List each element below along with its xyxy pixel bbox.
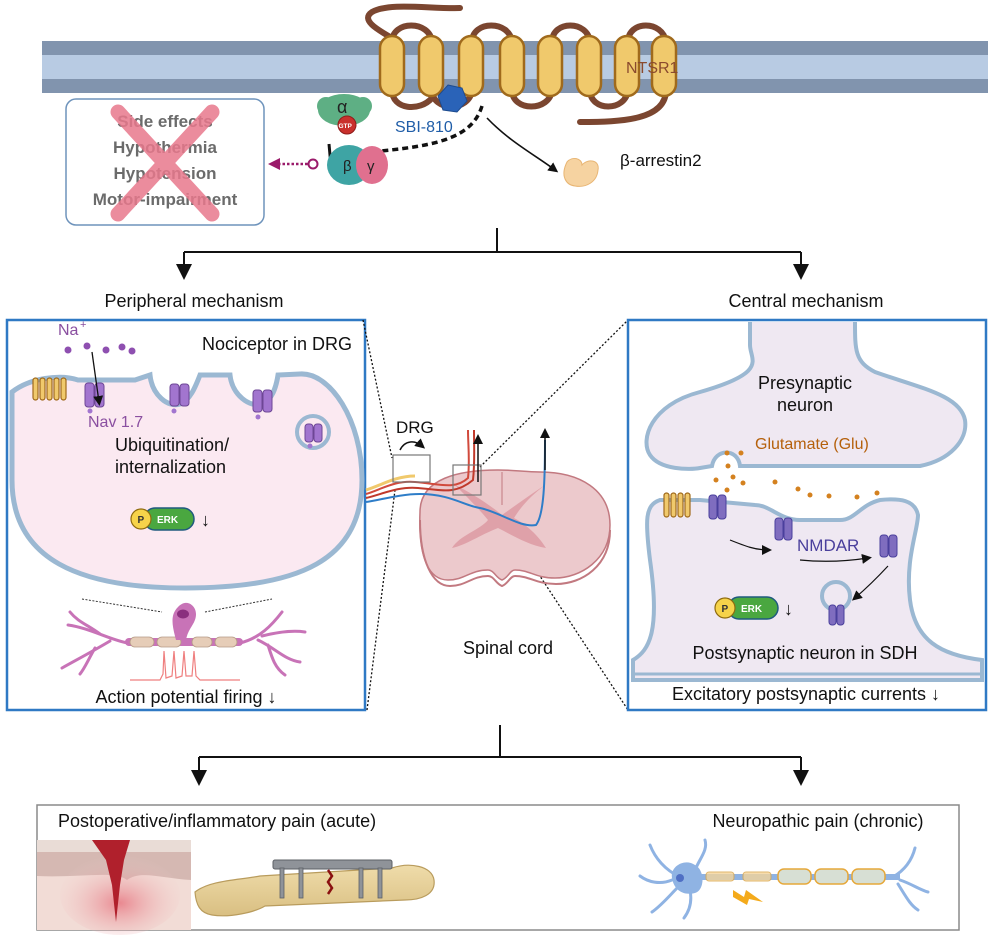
- nav17-channel-internalizing: [169, 383, 323, 443]
- action-potential-label: Action potential firing ↓: [95, 687, 276, 707]
- central-heading: Central mechanism: [728, 291, 883, 311]
- arrestin-recruitment-arrow: [486, 117, 559, 173]
- glutamate-molecules: [713, 450, 880, 500]
- blocked-cross-icon: [110, 104, 220, 222]
- na-ion-label: Na +: [58, 319, 86, 339]
- glutamate-label: Glutamate (Glu): [755, 436, 869, 453]
- beta-arrestin2-icon: [563, 157, 599, 187]
- phospho-label: P: [138, 515, 145, 526]
- g-protein-alpha: α GTP: [317, 94, 372, 135]
- nmdar-label: NMDAR: [797, 536, 859, 555]
- sbi-810-molecule-icon: [437, 84, 468, 113]
- beta-arrestin2-label: β-arrestin2: [620, 151, 702, 170]
- ubiquitin-tags: [87, 408, 313, 449]
- nmdar-trafficking-arrows: [729, 539, 889, 601]
- branch-arrows-bottom: [191, 725, 809, 786]
- beta-subunit-label: β: [343, 158, 352, 175]
- branch-arrows-top: [176, 228, 809, 280]
- sdh-zoom-box: [452, 464, 482, 496]
- nav17-label: Nav 1.7: [88, 414, 143, 431]
- sensory-fibers: [365, 429, 546, 527]
- presynaptic-label-line2: neuron: [777, 395, 833, 415]
- drg-zoom-box: [392, 454, 431, 483]
- spinal-cord-icon: [419, 469, 611, 588]
- ntsr1-small-icon: [32, 377, 67, 401]
- damaged-neuron-icon: [638, 838, 930, 920]
- erk-decrease-arrow: ↓: [201, 510, 210, 530]
- sbi-810-label: SBI-810: [395, 119, 453, 136]
- phospho-label: P: [722, 604, 729, 615]
- na-influx-arrow: [91, 351, 104, 406]
- na-ions: [64, 342, 136, 355]
- spinal-cord-label: Spinal cord: [463, 638, 553, 658]
- alpha-subunit-label: α: [337, 97, 347, 117]
- erk-label: ERK: [741, 604, 763, 615]
- drg-curved-arrow-icon: [399, 438, 426, 451]
- na-ion-charge: +: [80, 319, 86, 331]
- side-effect-signal-arrow: [268, 158, 319, 170]
- internalization-label: internalization: [115, 457, 226, 477]
- presynaptic-label-line1: Presynaptic: [758, 373, 852, 393]
- drg-label: DRG: [396, 418, 434, 437]
- postsynaptic-label: Postsynaptic neuron in SDH: [692, 643, 917, 663]
- ntsr1-small-icon-central: [663, 492, 691, 518]
- gamma-subunit-label: γ: [367, 158, 375, 175]
- side-effects-box: Side effects Hypothermia Hypotension Mot…: [65, 98, 265, 226]
- ubiquitination-label: Ubiquitination/: [115, 435, 229, 455]
- ntsr1-receptor: [365, 3, 678, 125]
- na-ion-text: Na: [58, 322, 79, 339]
- erk-label: ERK: [157, 515, 179, 526]
- ntsr1-label: NTSR1: [626, 60, 679, 77]
- perk-badge-peripheral: P ERK ↓: [130, 507, 210, 531]
- skin-incision-icon: [37, 840, 191, 935]
- perk-badge-central: P ERK ↓: [714, 596, 793, 620]
- nav17-channel-icon: [84, 382, 105, 408]
- acute-pain-label: Postoperative/inflammatory pain (acute): [58, 811, 376, 831]
- side-effect-item: Motor-impairment: [93, 190, 238, 209]
- peripheral-heading: Peripheral mechanism: [104, 291, 283, 311]
- zoom-guides: [362, 319, 629, 711]
- g-protein-beta-gamma: β γ: [327, 145, 388, 185]
- nociceptor-neuron-icon: [60, 598, 307, 681]
- gtp-label: GTP: [339, 123, 353, 130]
- epsc-label: Excitatory postsynaptic currents ↓: [672, 684, 940, 704]
- nmdar-channel-icon: [708, 494, 898, 626]
- chronic-pain-label: Neuropathic pain (chronic): [712, 811, 923, 831]
- fractured-bone-icon: [194, 859, 435, 917]
- nociceptor-label: Nociceptor in DRG: [202, 334, 352, 354]
- lightning-bolt-icon: [733, 890, 763, 905]
- erk-decrease-arrow: ↓: [784, 599, 793, 619]
